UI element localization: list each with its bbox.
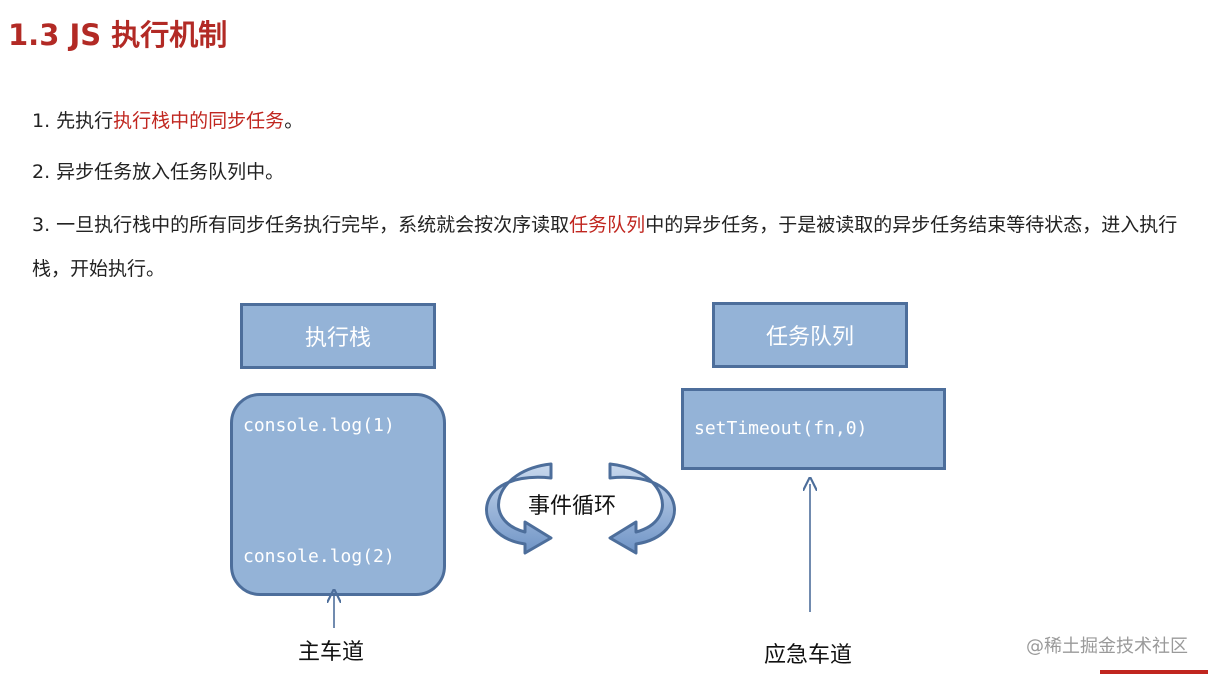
page-title: 1.3 JS 执行机制 <box>8 18 228 52</box>
step-1-highlight: 执行栈中的同步任务 <box>113 110 285 132</box>
step-1-text: 1. 先执行执行栈中的同步任务。 <box>32 99 303 143</box>
main-lane-label: 主车道 <box>298 640 365 665</box>
step-3-post: 中的异步任务，于是被读取的异步任务结束等待状态，进入执行栈，开始执行。 <box>32 214 1178 280</box>
task-queue-header: 任务队列 <box>712 302 908 368</box>
execution-stack-box <box>230 393 446 596</box>
watermark: @稀土掘金技术社区 <box>1026 636 1188 657</box>
loop-arrow-right <box>608 462 676 555</box>
queue-item-1: setTimeout(fn,0) <box>694 418 868 439</box>
loop-arrow-left <box>485 462 553 555</box>
stack-item-1: console.log(1) <box>243 415 395 436</box>
step-1-pre: 1. 先执行 <box>32 110 114 132</box>
execution-stack-header: 执行栈 <box>240 303 436 369</box>
stack-item-2: console.log(2) <box>243 546 395 567</box>
task-queue-box <box>681 388 946 470</box>
step-3-highlight: 任务队列 <box>569 214 646 236</box>
emergency-lane-label: 应急车道 <box>764 643 853 668</box>
event-loop-label: 事件循环 <box>528 494 617 519</box>
step-1-post: 。 <box>284 110 304 132</box>
step-3-pre: 3. 一旦执行栈中的所有同步任务执行完毕，系统就会按次序读取 <box>32 214 570 236</box>
step-2-text: 2. 异步任务放入任务队列中。 <box>32 161 285 183</box>
bottom-accent-bar <box>1100 670 1208 674</box>
step-3-text: 3. 一旦执行栈中的所有同步任务执行完毕，系统就会按次序读取任务队列中的异步任务… <box>32 203 1202 291</box>
